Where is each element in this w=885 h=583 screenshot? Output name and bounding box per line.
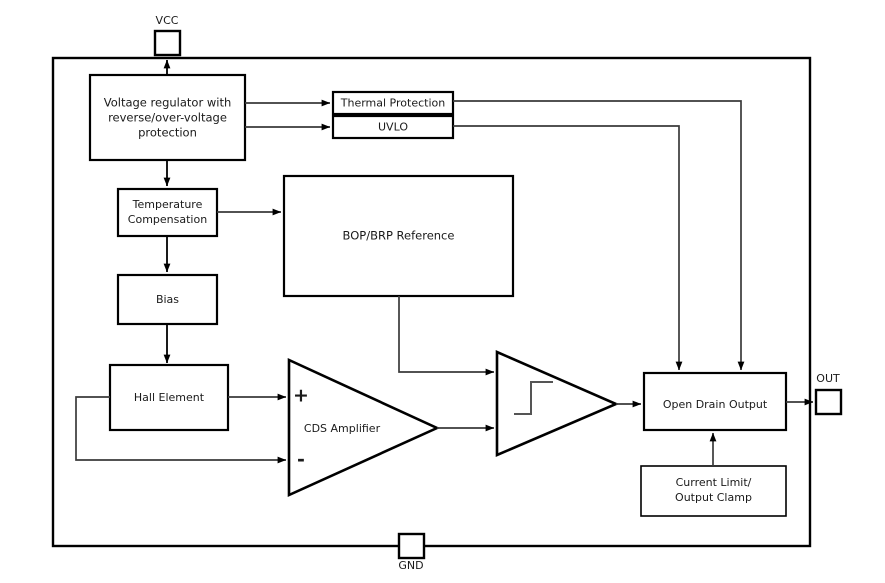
voltage-regulator-box[interactable] <box>88 73 247 162</box>
bias-label: Bias <box>156 293 179 306</box>
voltage-regulator-label-line3: protection <box>138 126 197 140</box>
cds-amplifier-triangle[interactable] <box>287 357 441 498</box>
wire-hall-to-amp-minus <box>75 396 287 464</box>
bop-brp-reference-box[interactable] <box>282 174 515 298</box>
bop-brp-reference-label: BOP/BRP Reference <box>343 229 455 243</box>
wire-bopbrp-to-schmitt <box>398 296 495 376</box>
wire-thermal-to-open-drain <box>453 100 745 371</box>
schmitt-trigger-triangle[interactable] <box>495 350 620 457</box>
amplifier-plus-sign: + <box>293 385 309 407</box>
voltage-regulator-label-line1: Voltage regulator with <box>104 96 232 110</box>
open-drain-output-label: Open Drain Output <box>663 398 768 411</box>
thermal-protection-box[interactable] <box>331 90 455 116</box>
thermal-protection-label: Thermal Protection <box>340 97 445 110</box>
hysteresis-symbol-icon <box>514 381 553 415</box>
cds-amplifier-label: CDS Amplifier <box>304 422 381 435</box>
amplifier-minus-sign: - <box>297 449 305 471</box>
temperature-compensation-label-line2: Compensation <box>128 213 207 226</box>
current-limit-label-line2: Output Clamp <box>675 491 752 504</box>
out-pin-label: OUT <box>816 372 840 385</box>
gnd-pad[interactable] <box>397 532 426 560</box>
voltage-regulator-label-line2: reverse/over-voltage <box>108 111 227 125</box>
vcc-pad[interactable] <box>153 29 182 57</box>
wire-uvlo-to-open-drain <box>453 125 683 371</box>
hall-element-label: Hall Element <box>134 391 205 404</box>
gnd-pin-label: GND <box>398 559 423 572</box>
temperature-compensation-label-line1: Temperature <box>132 198 203 211</box>
current-limit-label-line1: Current Limit/ <box>676 476 752 489</box>
uvlo-label: UVLO <box>378 121 408 134</box>
current-limit-output-clamp-box[interactable] <box>640 465 787 517</box>
vcc-pin-label: VCC <box>156 14 179 27</box>
uvlo-box[interactable] <box>331 114 455 140</box>
out-pad[interactable] <box>814 388 843 416</box>
